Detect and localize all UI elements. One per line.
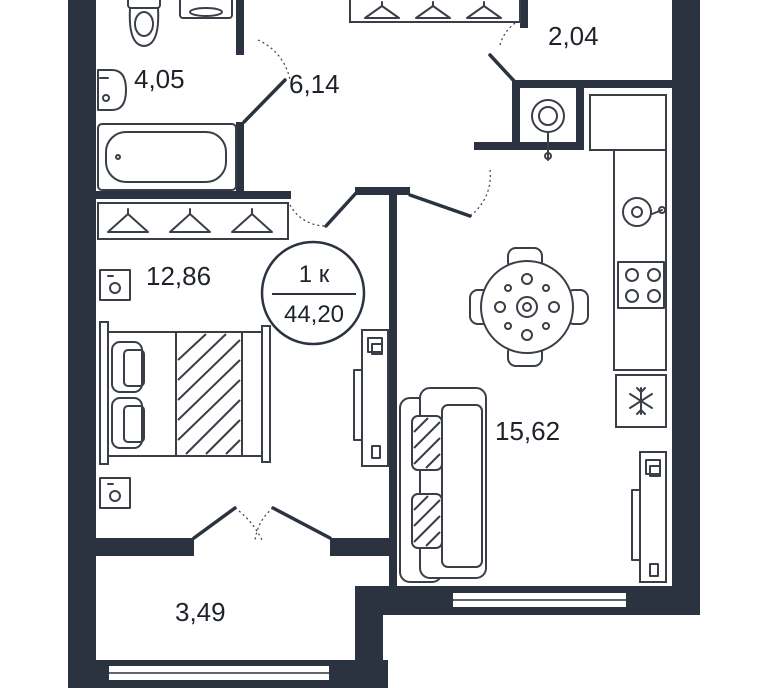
outlet-icon bbox=[99, 477, 131, 509]
area-badge: 1 к 44,20 bbox=[260, 240, 366, 346]
windows bbox=[107, 591, 628, 682]
toilet-icon bbox=[127, 0, 161, 47]
room-area-living-kitchen: 15,62 bbox=[495, 416, 560, 446]
walls bbox=[68, 0, 700, 688]
fridge-icon bbox=[615, 374, 667, 428]
tv-stand-icon bbox=[353, 329, 389, 467]
sink-icon bbox=[97, 69, 127, 111]
boiler-icon bbox=[531, 99, 565, 161]
room-area-hallway: 6,14 bbox=[289, 69, 340, 99]
badge-total-area: 44,20 bbox=[284, 301, 344, 328]
kitchen-counter bbox=[589, 94, 667, 371]
tv-stand-icon bbox=[631, 451, 667, 583]
badge-rooms: 1 к bbox=[299, 261, 330, 288]
stove-icon bbox=[617, 261, 665, 309]
bathtub-icon bbox=[97, 123, 237, 191]
doors bbox=[192, 19, 521, 541]
room-area-closet: 2,04 bbox=[548, 21, 599, 51]
dining-table-icon bbox=[469, 247, 589, 367]
room-area-bedroom: 12,86 bbox=[146, 261, 211, 291]
room-area-bathroom: 4,05 bbox=[134, 64, 185, 94]
outlet-icon bbox=[99, 269, 131, 301]
wardrobe-icon bbox=[349, 0, 521, 23]
room-area-balcony: 3,49 bbox=[175, 597, 226, 627]
sofa-icon bbox=[399, 387, 487, 583]
wardrobe-icon bbox=[97, 202, 289, 240]
washing-machine-icon bbox=[179, 0, 233, 19]
room-labels: 4,05 6,14 2,04 12,86 15,62 3,49 bbox=[134, 21, 599, 627]
bed-icon bbox=[99, 321, 271, 465]
kitchen-sink-icon bbox=[622, 197, 666, 227]
